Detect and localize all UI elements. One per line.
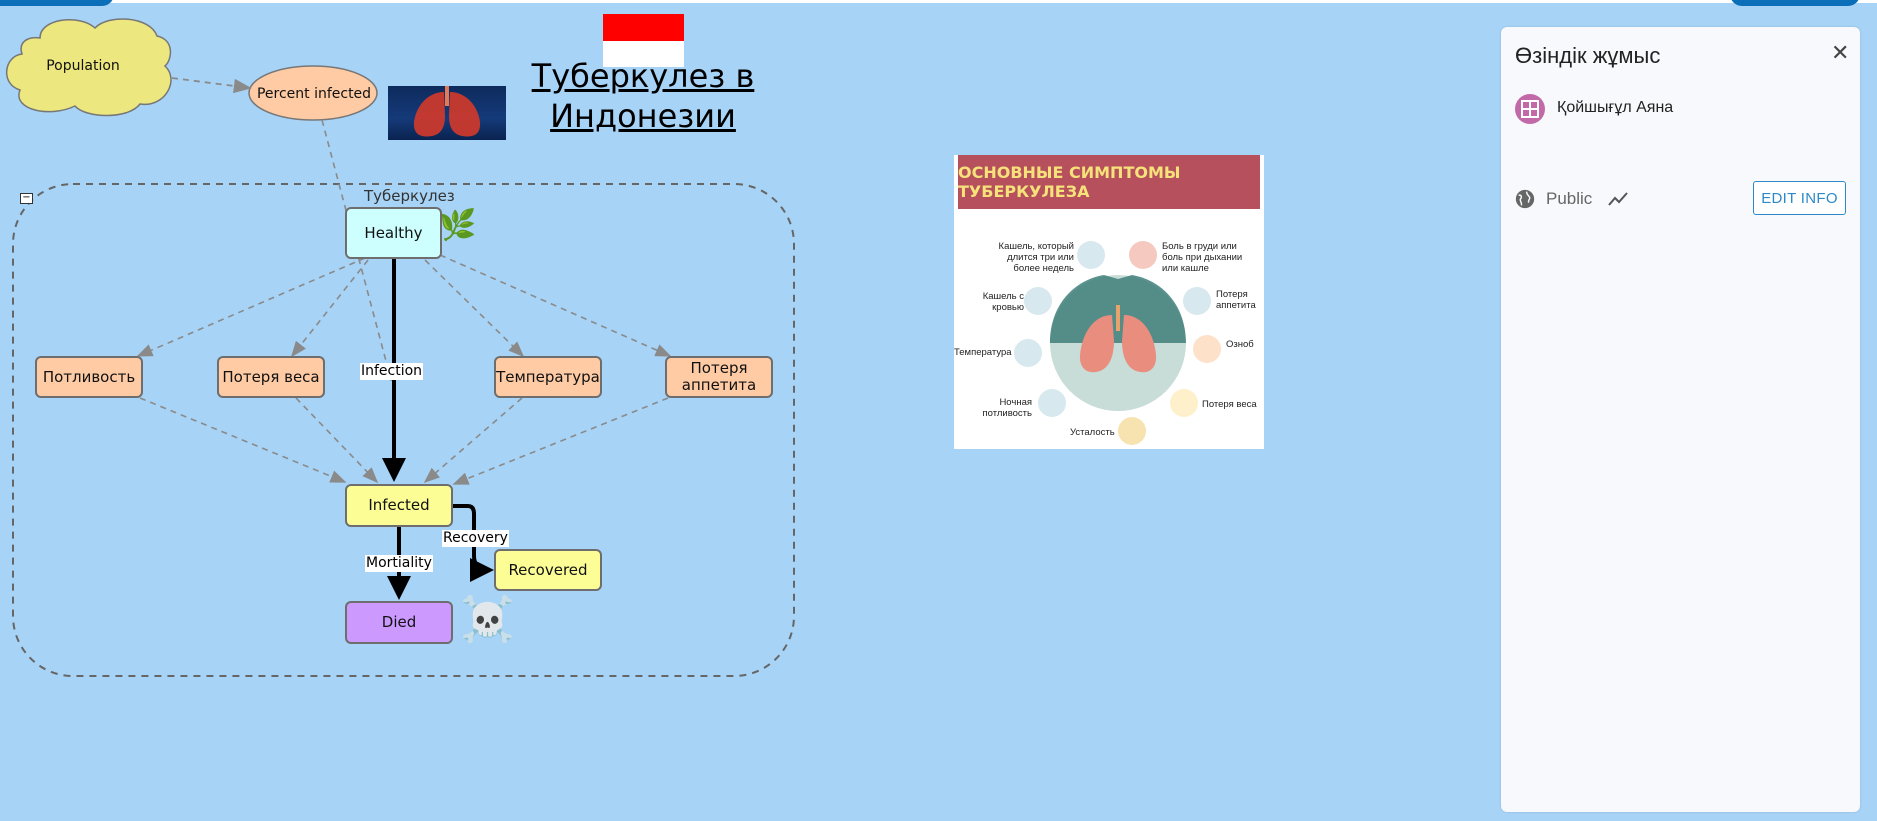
leaf-icon: 🌿 xyxy=(439,208,477,243)
symptom-night-sweats: Ночная потливость xyxy=(982,397,1033,419)
indonesia-flag xyxy=(603,14,684,67)
weight-loss-variable[interactable]: Потеря веса xyxy=(217,356,325,398)
symptom-fatigue: Усталость xyxy=(1070,427,1115,438)
avatar[interactable] xyxy=(1514,93,1546,125)
panel-title: Өзіндік жұмыс xyxy=(1515,43,1661,68)
info-panel: Өзіндік жұмыс ✕ Қойшығұл Аяна Public EDI… xyxy=(1501,27,1860,812)
folder-label: Туберкулез xyxy=(364,187,455,205)
appetite-loss-variable[interactable]: Потеря аппетита xyxy=(665,356,773,398)
symptom-chills: Озноб xyxy=(1226,339,1254,350)
symptom-blood-cough: Кашель с кровью xyxy=(982,291,1024,313)
symptom-temperature: Температура xyxy=(954,347,1012,358)
author-name[interactable]: Қойшығұл Аяна xyxy=(1557,99,1674,116)
poster-heading: ОСНОВНЫЕ СИМПТОМЫ ТУБЕРКУЛЕЗА xyxy=(958,155,1260,209)
healthy-stock[interactable]: Healthy xyxy=(345,207,442,259)
skull-icon: ☠️ xyxy=(460,594,515,645)
symptoms-poster: ОСНОВНЫЕ СИМПТОМЫ ТУБЕРКУЛЕЗА Кашель, ко… xyxy=(954,155,1264,449)
infection-flow-label[interactable]: Infection xyxy=(360,363,424,380)
symptom-cough-long: Кашель, который длится три или более нед… xyxy=(998,241,1074,274)
visibility-label: Public xyxy=(1546,189,1593,208)
close-icon[interactable]: ✕ xyxy=(1831,41,1850,66)
globe-icon xyxy=(1515,189,1535,209)
folder-outline xyxy=(12,183,795,677)
diagram-title: Туберкулез в Индонезии xyxy=(531,57,755,135)
mortality-flow-label[interactable]: Mortiality xyxy=(365,555,433,572)
poster-illustration xyxy=(1014,241,1221,445)
trend-icon[interactable] xyxy=(1607,190,1629,208)
corner-button-left[interactable] xyxy=(0,0,114,6)
top-border xyxy=(0,0,1877,3)
recovery-flow-label[interactable]: Recovery xyxy=(442,530,509,547)
died-stock[interactable]: Died xyxy=(345,601,453,644)
infected-stock[interactable]: Infected xyxy=(345,484,453,527)
sweating-variable[interactable]: Потливость xyxy=(35,356,143,398)
corner-button-right[interactable] xyxy=(1730,0,1860,6)
temperature-variable[interactable]: Температура xyxy=(494,356,602,398)
edit-info-button[interactable]: EDIT INFO xyxy=(1753,181,1846,215)
diagram-connectors xyxy=(5,18,795,677)
percent-infected-node[interactable]: Percent infected xyxy=(256,85,372,102)
lungs-image xyxy=(388,86,506,140)
symptom-appetite: Потеря аппетита xyxy=(1216,289,1256,311)
population-node[interactable]: Population xyxy=(46,58,120,74)
recovered-stock[interactable]: Recovered xyxy=(494,549,602,591)
population-cloud xyxy=(5,18,172,117)
folder-collapse-button[interactable]: − xyxy=(20,193,33,204)
symptom-weight: Потеря веса xyxy=(1202,399,1257,410)
diagram-canvas[interactable]: Population Percent infected Туберкулез в… xyxy=(0,0,1500,821)
symptom-chest-pain: Боль в груди или боль при дыхании или ка… xyxy=(1162,241,1243,274)
